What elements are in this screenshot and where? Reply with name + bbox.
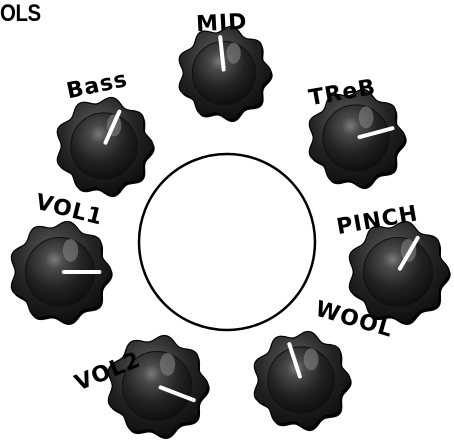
- knob-wool-cap: [268, 347, 334, 413]
- knob-label-bass: Bass: [64, 67, 130, 104]
- knob-vol1[interactable]: [11, 221, 112, 325]
- knob-vol1-highlight: [63, 239, 78, 262]
- knob-treb-highlight: [359, 106, 374, 128]
- knob-wool-highlight: [304, 348, 319, 370]
- knob-mid[interactable]: [179, 26, 272, 122]
- knob-mid-highlight: [227, 43, 241, 64]
- knob-label-mid: MID: [195, 10, 248, 38]
- knob-bass[interactable]: [57, 97, 154, 197]
- knob-wool[interactable]: [254, 331, 351, 431]
- knob-mid-cap: [192, 41, 255, 104]
- knob-vol2-highlight: [160, 353, 175, 376]
- knob-pinch-cap: [363, 237, 432, 306]
- knob-treb-cap: [323, 105, 389, 171]
- knob-bass-cap: [71, 113, 137, 179]
- center-display: [139, 154, 315, 330]
- knob-vol2[interactable]: [108, 335, 209, 439]
